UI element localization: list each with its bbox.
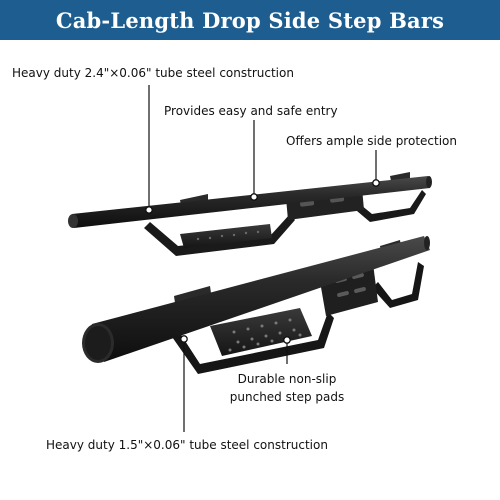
bottom-step-bar <box>82 236 430 374</box>
callout-easy-entry: Provides easy and safe entry <box>164 104 338 118</box>
callout-top-tube: Heavy duty 2.4"×0.06" tube steel constru… <box>12 66 294 80</box>
callout-step-pads-line1: Durable non-slip <box>237 372 337 386</box>
title-banner: Cab-Length Drop Side Step Bars <box>0 0 500 40</box>
callout-step-pads-line2: punched step pads <box>229 390 345 404</box>
banner-title: Cab-Length Drop Side Step Bars <box>55 7 445 33</box>
callout-bottom-tube: Heavy duty 1.5"×0.06" tube steel constru… <box>46 438 328 452</box>
callout-side-protection: Offers ample side protection <box>286 134 457 148</box>
callout-leaders <box>148 85 377 432</box>
top-step-bar <box>68 172 432 256</box>
callout-step-pads: Durable non-slip punched step pads <box>222 372 352 404</box>
callout-dots <box>145 179 380 344</box>
